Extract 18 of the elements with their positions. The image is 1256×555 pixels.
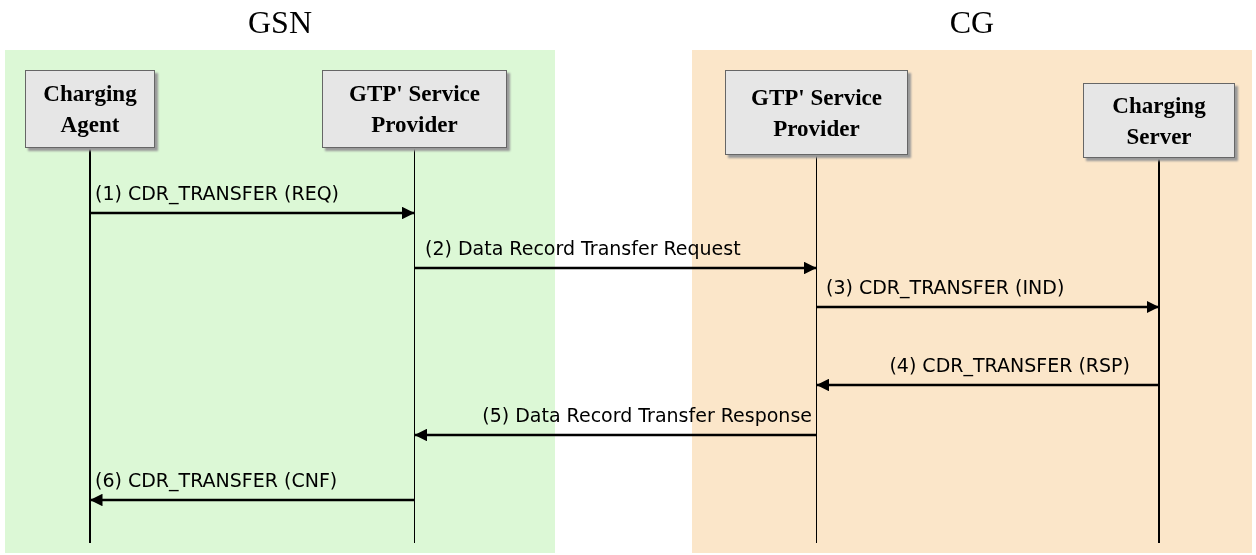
message-label: (6) CDR_TRANSFER (CNF) bbox=[95, 468, 338, 492]
lane-title: CG bbox=[948, 3, 996, 42]
message-label: (2) Data Record Transfer Request bbox=[425, 236, 741, 260]
message-arrow bbox=[414, 261, 817, 275]
message-label: (4) CDR_TRANSFER (RSP) bbox=[889, 353, 1130, 377]
participant-box: GTP' Service Provider bbox=[322, 70, 507, 148]
message-arrow bbox=[414, 428, 817, 442]
lane-title: GSN bbox=[247, 3, 313, 42]
message-arrow bbox=[816, 378, 1159, 392]
participant-box: GTP' Service Provider bbox=[725, 70, 908, 155]
participant-box: Charging Agent bbox=[25, 70, 155, 148]
message-label: (1) CDR_TRANSFER (REQ) bbox=[95, 181, 340, 205]
participant-box: Charging Server bbox=[1083, 83, 1235, 158]
message-arrow bbox=[90, 493, 415, 507]
message-arrow bbox=[90, 206, 415, 220]
message-arrow bbox=[816, 300, 1159, 314]
message-label: (3) CDR_TRANSFER (IND) bbox=[826, 275, 1065, 299]
message-label: (5) Data Record Transfer Response bbox=[482, 403, 812, 427]
